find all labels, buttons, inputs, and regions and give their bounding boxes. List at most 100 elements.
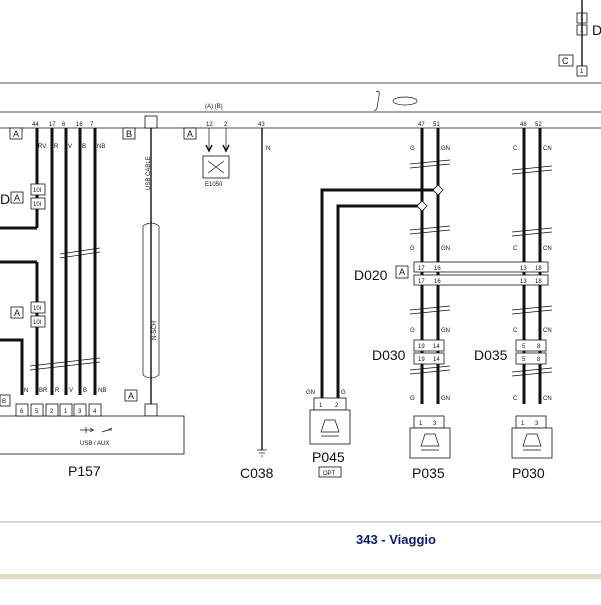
- pin-label: 18: [535, 266, 542, 272]
- bus-frame: [0, 82, 601, 129]
- connector-label: D020: [354, 267, 388, 283]
- wire-color: NB: [97, 144, 105, 150]
- pin-label: 7: [90, 122, 94, 128]
- wire-color: G: [341, 390, 346, 396]
- connector-letter: A: [187, 129, 193, 139]
- wire-color: C: [513, 396, 518, 402]
- pin-label: 18: [535, 279, 542, 285]
- wire-color: B: [83, 388, 87, 394]
- component-label: P030: [512, 465, 545, 481]
- top-right-connector: 1 1 D C 1: [558, 0, 601, 77]
- pin-label: 43: [258, 122, 265, 128]
- wire-color: V: [68, 144, 72, 150]
- wire-color: CN: [543, 396, 552, 402]
- connector-letter: A: [128, 391, 134, 401]
- wire-color: CN: [543, 328, 552, 334]
- wire-color: GN: [306, 390, 315, 396]
- pin-label: 2: [224, 122, 228, 128]
- wire-color: CN: [543, 246, 552, 252]
- pin-label: 1: [580, 69, 584, 75]
- pin-label: 14: [433, 357, 440, 363]
- pin-label: 19: [418, 344, 425, 350]
- pin-label: 10I: [33, 320, 42, 326]
- component-label: P157: [68, 463, 101, 479]
- pin-label: 1: [64, 409, 68, 415]
- left-wire-bundle: RV R V B NB D: [0, 128, 105, 395]
- pin-label: 6: [62, 122, 66, 128]
- connector-label: D035: [474, 347, 508, 363]
- left-connector-2: A 10I 10I: [10, 301, 46, 328]
- pin-label: 1: [521, 421, 525, 427]
- wire-color: BR: [39, 388, 48, 394]
- component-subtitle: USB / AUX: [80, 441, 109, 447]
- usb-icon: [80, 427, 94, 433]
- pin-label: 51: [433, 122, 440, 128]
- pin-label: 1: [319, 403, 323, 409]
- pin-label: 13: [520, 266, 527, 272]
- speaker-icon: [420, 433, 440, 451]
- wire-color: C: [513, 328, 518, 334]
- aux-icon: [101, 427, 113, 433]
- pin-label: 17: [49, 122, 56, 128]
- wire-color: R: [55, 388, 60, 394]
- wire-label: N-SCH: [152, 321, 158, 340]
- pin-label: 2: [335, 403, 339, 409]
- wire-color: N: [266, 146, 270, 152]
- speaker-icon: [320, 419, 340, 437]
- connector-letter: D: [592, 22, 601, 38]
- pin-label: 17: [418, 279, 425, 285]
- wire-color: GN: [441, 246, 450, 252]
- p157-component: B A 6 5 2 1 3 4 N BR R V B NB USB / AUX: [0, 388, 185, 479]
- connector-letter: B: [2, 399, 6, 405]
- component-label: P045: [312, 449, 345, 465]
- page-title: 343 - Viaggio: [356, 532, 436, 547]
- bus-connectors: A B A 44 17 6 16 7 (A) (B) 12 2 43 47 51…: [9, 104, 542, 140]
- pin-label: 52: [535, 122, 542, 128]
- pin-label: 12: [206, 122, 213, 128]
- wire-color: B: [82, 144, 86, 150]
- pin-label: 3: [433, 421, 437, 427]
- connector-letter: B: [126, 129, 132, 139]
- pin-label: 3: [535, 421, 539, 427]
- wire-color: GN: [441, 328, 450, 334]
- component-label: P035: [412, 465, 445, 481]
- footer: 343 - Viaggio: [0, 521, 601, 579]
- component-label: C038: [240, 465, 274, 481]
- d030-connector: D030 19 14 19 14: [372, 339, 445, 365]
- wire-color: GN: [441, 146, 450, 152]
- p045-component: GN G 1 2 P045 OPT: [306, 390, 351, 478]
- connector-letter: A: [13, 129, 19, 139]
- wire-color: G: [410, 246, 415, 252]
- twist-marks: [29, 247, 101, 371]
- wire-color: C: [513, 246, 518, 252]
- wire-color: V: [69, 388, 73, 394]
- wire-color: CN: [543, 146, 552, 152]
- wire-color: G: [410, 328, 415, 334]
- music-icon: [373, 90, 418, 111]
- p035-component: 1 3 P035: [409, 415, 451, 481]
- pin-label: 47: [418, 122, 425, 128]
- pin-label: 10I: [33, 202, 42, 208]
- speaker-icon: [522, 433, 542, 451]
- connector-letter: D: [0, 191, 10, 207]
- component-label: E1050: [205, 182, 223, 188]
- p030-component: 1 3 P030: [511, 415, 553, 481]
- usb-cable: USB CABLE N-SCH: [142, 115, 160, 417]
- d035-connector: D035 5 8 5 8: [474, 339, 547, 365]
- connector-label: D030: [372, 347, 406, 363]
- wire-color: G: [410, 396, 415, 402]
- left-connector-1: A 10I 10I: [10, 183, 46, 210]
- pin-label: 19: [418, 357, 425, 363]
- pin-label: 5: [522, 344, 526, 350]
- wire-color: RV: [38, 144, 46, 150]
- pin-label: 16: [76, 122, 83, 128]
- pin-label: 10I: [33, 306, 42, 312]
- connector-letter: A: [14, 193, 20, 203]
- wire-color: C: [513, 146, 518, 152]
- pin-label: (A) (B): [205, 104, 223, 110]
- connector-letter: A: [399, 267, 405, 277]
- footer-divider: [0, 574, 601, 579]
- pin-label: 2: [50, 409, 54, 415]
- c038-ground: N C038: [240, 128, 274, 481]
